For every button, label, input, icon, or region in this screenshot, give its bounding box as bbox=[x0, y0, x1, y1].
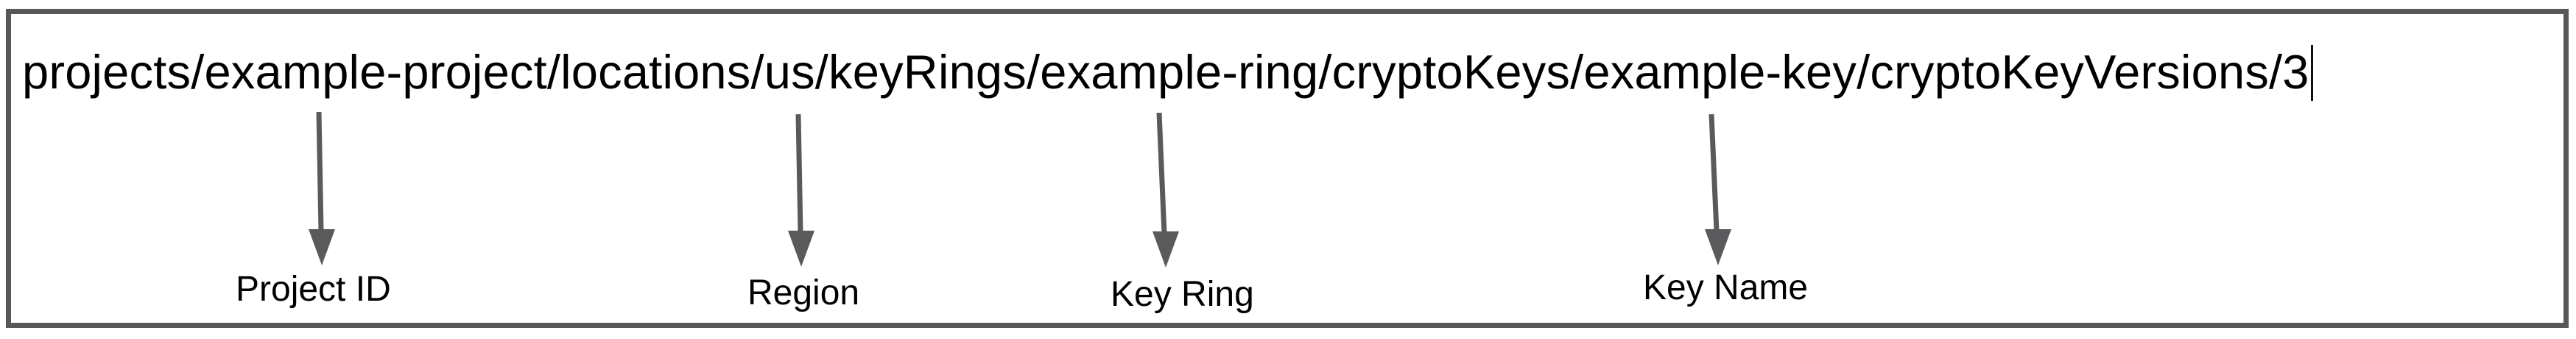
label-project-id: Project ID bbox=[236, 270, 391, 309]
text-cursor-icon bbox=[2310, 45, 2313, 101]
label-key-name: Key Name bbox=[1643, 268, 1809, 307]
resource-path-box[interactable] bbox=[6, 9, 2569, 328]
label-key-ring: Key Ring bbox=[1111, 275, 1254, 314]
resource-path-text: projects/example-project/locations/us/ke… bbox=[22, 45, 2309, 99]
resource-path-field[interactable]: projects/example-project/locations/us/ke… bbox=[22, 44, 2313, 101]
label-region: Region bbox=[747, 273, 860, 312]
